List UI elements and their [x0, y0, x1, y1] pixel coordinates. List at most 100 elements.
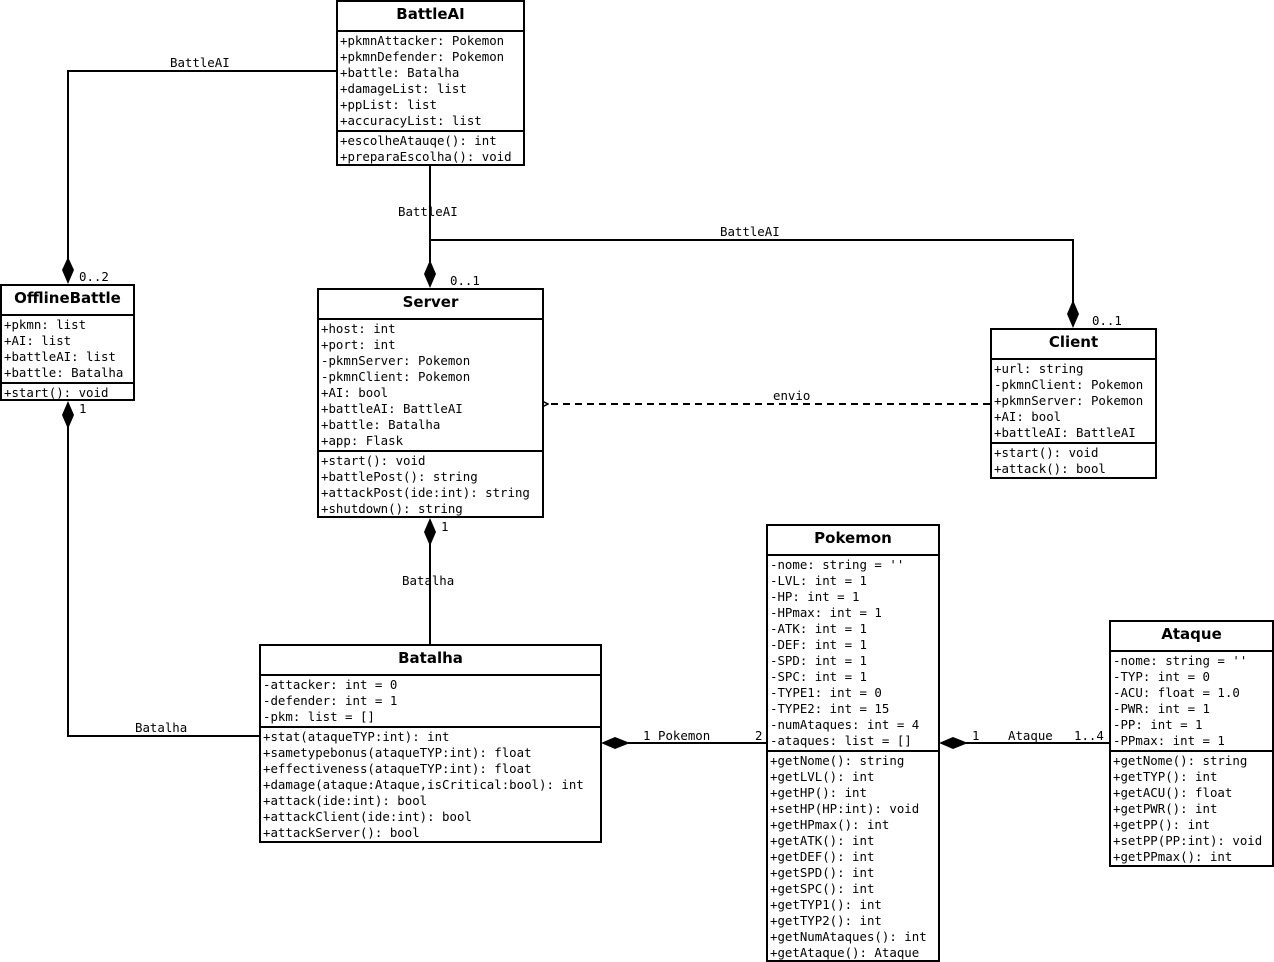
attribute-row: -pkmnClient: Pokemon [994, 377, 1144, 392]
operation-row: +getSPC(): int [770, 881, 875, 896]
operation-row: +getNome(): string [770, 753, 905, 768]
class-name: Server [319, 290, 542, 320]
attribute-row: -ATK: int = 1 [770, 621, 867, 636]
operation-row: +getATK(): int [770, 833, 875, 848]
attribute-row: +pkmnDefender: Pokemon [340, 49, 505, 64]
attributes-section: +pkmn: list+AI: list+battleAI: list+batt… [2, 316, 133, 384]
attribute-row: -PPmax: int = 1 [1113, 733, 1225, 748]
operation-row: +start(): void [4, 385, 109, 400]
attribute-row: +port: int [321, 337, 396, 352]
attribute-row: -DEF: int = 1 [770, 637, 867, 652]
composition-diamond [62, 401, 74, 429]
association-battleai-offlinebattle: BattleAI 0..2 [62, 55, 336, 284]
multiplicity-label: 1..4 [1074, 728, 1104, 743]
attribute-row: +battle: Batalha [321, 417, 441, 432]
association-label: Pokemon [658, 728, 710, 743]
attribute-row: +battleAI: BattleAI [321, 401, 463, 416]
class-name: Ataque [1111, 622, 1272, 652]
operation-row: +getHPmax(): int [770, 817, 890, 832]
operation-row: +sametypebonus(ataqueTYP:int): float [263, 745, 532, 760]
operation-row: +getPP(): int [1113, 817, 1210, 832]
attribute-row: -defender: int = 1 [263, 693, 398, 708]
operations-section: +start(): void+battlePost(): string+atta… [319, 452, 542, 516]
operation-row: +getTYP(): int [1113, 769, 1218, 784]
attribute-row: +pkmnAttacker: Pokemon [340, 33, 505, 48]
operation-row: +setHP(HP:int): void [770, 801, 920, 816]
attributes-section: -nome: string = ''-TYP: int = 0-ACU: flo… [1111, 652, 1272, 752]
operation-row: +getNumAtaques(): int [770, 929, 927, 944]
class-name: Pokemon [768, 526, 938, 556]
operation-row: +getPWR(): int [1113, 801, 1218, 816]
class-ataque: Ataque -nome: string = ''-TYP: int = 0-A… [1109, 620, 1274, 867]
attribute-row: +ppList: list [340, 97, 437, 112]
operation-row: +attackPost(ide:int): string [321, 485, 530, 500]
multiplicity-label: 2 [755, 728, 762, 743]
operation-row: +getACU(): float [1113, 785, 1233, 800]
operation-row: +escolheAtauqe(): int [340, 133, 497, 148]
attributes-section: +url: string-pkmnClient: Pokemon+pkmnSer… [992, 360, 1155, 444]
operation-row: +setPP(PP:int): void [1113, 833, 1263, 848]
operation-row: +effectiveness(ataqueTYP:int): float [263, 761, 532, 776]
association-ataque-pokemon: 1 Ataque 1..4 [939, 728, 1109, 749]
class-batalha: Batalha -attacker: int = 0-defender: int… [259, 644, 602, 843]
attribute-row: -SPD: int = 1 [770, 653, 867, 668]
operation-row: +stat(ataqueTYP:int): int [263, 729, 450, 744]
attribute-row: -TYP: int = 0 [1113, 669, 1210, 684]
composition-diamond [939, 737, 968, 749]
operation-row: +getLVL(): int [770, 769, 875, 784]
attribute-row: -numAtaques: int = 4 [770, 717, 920, 732]
operation-row: +damage(ataque:Ataque,isCritical:bool): … [263, 777, 584, 792]
attribute-row: +battleAI: BattleAI [994, 425, 1136, 440]
connector-line [67, 70, 336, 262]
operations-section: +start(): void+attack(): bool [992, 444, 1155, 477]
connector-line [430, 239, 1074, 304]
operation-row: +preparaEscolha(): void [340, 149, 512, 164]
attribute-row: -nome: string = '' [1113, 653, 1248, 668]
association-batalha-server: Batalha 1 [402, 518, 454, 646]
operations-section: +getNome(): string+getTYP(): int+getACU(… [1111, 752, 1272, 865]
association-label: Batalha [402, 573, 454, 588]
multiplicity-label: 1 [441, 519, 448, 534]
attribute-row: +AI: bool [321, 385, 389, 400]
attribute-row: -HPmax: int = 1 [770, 605, 882, 620]
attribute-row: -TYPE1: int = 0 [770, 685, 882, 700]
operation-row: +getHP(): int [770, 785, 867, 800]
attribute-row: +AI: list [4, 333, 72, 348]
attributes-section: -attacker: int = 0-defender: int = 1-pkm… [261, 676, 600, 728]
operation-row: +attackServer(): bool [263, 825, 420, 840]
multiplicity-label: 0..2 [79, 269, 109, 284]
association-batalha-offlinebattle: Batalha 1 [62, 401, 259, 737]
operation-row: +shutdown(): string [321, 501, 463, 516]
attribute-row: +accuracyList: list [340, 113, 482, 128]
attribute-row: -pkmnClient: Pokemon [321, 369, 471, 384]
dependency-client-server: envio [548, 388, 990, 404]
association-label: Ataque [1008, 728, 1053, 743]
attribute-row: -pkm: list = [] [263, 709, 375, 724]
association-battleai-server: BattleAI 0..1 [398, 165, 480, 288]
operations-section: +stat(ataqueTYP:int): int+sametypebonus(… [261, 728, 600, 841]
attribute-row: +app: Flask [321, 433, 404, 448]
class-offlinebattle: OfflineBattle +pkmn: list+AI: list+battl… [0, 284, 135, 401]
operation-row: +battlePost(): string [321, 469, 478, 484]
class-name: OfflineBattle [2, 286, 133, 316]
multiplicity-label: 1 [79, 401, 86, 416]
attribute-row: +battle: Batalha [340, 65, 460, 80]
operation-row: +start(): void [994, 445, 1099, 460]
operation-row: +getNome(): string [1113, 753, 1248, 768]
association-pokemon-batalha: 1 Pokemon 2 [601, 728, 766, 749]
association-label: Batalha [135, 720, 187, 735]
operations-section: +start(): void [2, 384, 133, 400]
attribute-row: -ACU: float = 1.0 [1113, 685, 1240, 700]
operation-row: +getTYP2(): int [770, 913, 882, 928]
operation-row: +getPPmax(): int [1113, 849, 1233, 864]
attribute-row: -SPC: int = 1 [770, 669, 867, 684]
attribute-row: +pkmnServer: Pokemon [994, 393, 1144, 408]
attribute-row: +AI: bool [994, 409, 1062, 424]
class-name: Client [992, 330, 1155, 360]
multiplicity-label: 1 [643, 728, 650, 743]
attribute-row: -TYPE2: int = 15 [770, 701, 890, 716]
composition-diamond [62, 257, 74, 284]
composition-diamond [424, 260, 436, 288]
association-label: BattleAI [398, 204, 458, 219]
